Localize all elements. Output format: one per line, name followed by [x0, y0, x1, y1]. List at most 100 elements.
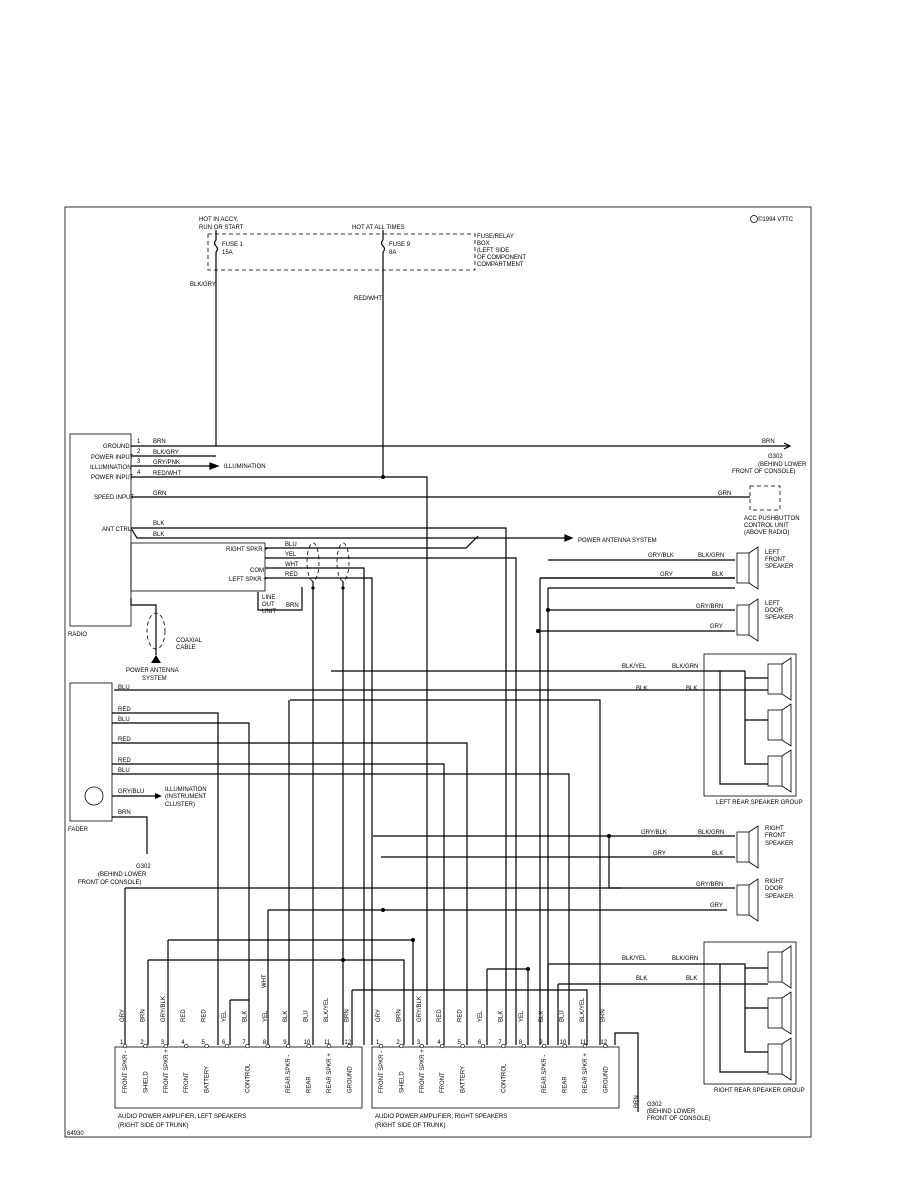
amp-pin-number: 11: [580, 1040, 587, 1046]
amp-terminal: [122, 1043, 128, 1049]
amp-terminal: [347, 1043, 352, 1049]
svg-text:GRY: GRY: [710, 903, 723, 909]
svg-text:BLK: BLK: [153, 532, 164, 538]
svg-text:HOT AT ALL TIMES: HOT AT ALL TIMES: [352, 225, 405, 231]
left-door-speaker: LEFT DOOR SPEAKER GRY/BRN GRY: [696, 598, 794, 642]
svg-text:COM: COM: [250, 568, 264, 574]
copyright: ©1994 VTTC: [758, 216, 794, 223]
amp-pin-number: 5: [202, 1040, 206, 1046]
svg-text:BLK: BLK: [636, 686, 647, 692]
svg-text:FRONT OF CONSOLE): FRONT OF CONSOLE): [78, 880, 142, 886]
svg-text:SPEAKER: SPEAKER: [765, 894, 794, 900]
amp-wire-color: BLK: [498, 1011, 504, 1022]
svg-text:BLK/GRN: BLK/GRN: [672, 956, 698, 962]
amp-wire-color: RED: [458, 1009, 464, 1022]
amp-wire-color: RED: [181, 1009, 187, 1022]
svg-text:(RIGHT SIDE OF TRUNK): (RIGHT SIDE OF TRUNK): [118, 1123, 188, 1129]
svg-text:3: 3: [137, 459, 141, 465]
amp-wire-color: BRN: [344, 1009, 350, 1022]
svg-text:POWER INPUT: POWER INPUT: [91, 455, 134, 461]
svg-text:BRN: BRN: [118, 810, 131, 816]
svg-text:RIGHT: RIGHT: [765, 879, 784, 885]
amp-terminal: [245, 1043, 250, 1049]
amp-terminal: [306, 1043, 311, 1049]
svg-text:RED: RED: [118, 707, 131, 713]
svg-text:RED: RED: [118, 758, 131, 764]
amp-pin-label: GROUND: [603, 1066, 609, 1093]
svg-text:(BEHIND LOWER: (BEHIND LOWER: [758, 462, 807, 468]
amp-pin-number: 10: [304, 1040, 311, 1046]
svg-text:ACC PUSHBUTTON: ACC PUSHBUTTON: [744, 516, 800, 522]
amp-pin-label: BATTERY: [205, 1066, 211, 1093]
svg-text:2: 2: [137, 449, 141, 455]
amp-wire-color: BRN: [396, 1009, 402, 1022]
amp-pin-label: FRONT: [440, 1072, 446, 1093]
svg-text:AUDIO POWER AMPLIFIER, RIGHT S: AUDIO POWER AMPLIFIER, RIGHT SPEAKERS: [375, 1114, 507, 1120]
amp-pin-number: 4: [181, 1040, 185, 1046]
amp-pin-number: 9: [283, 1040, 287, 1046]
svg-text:ANT CTRL: ANT CTRL: [102, 527, 132, 533]
svg-text:BLU: BLU: [285, 542, 297, 548]
amp-pin-number: 12: [344, 1040, 351, 1046]
amp-terminal: [419, 1043, 424, 1049]
amp-wire-color: YEL: [263, 1010, 269, 1022]
svg-text:SPEAKER: SPEAKER: [765, 841, 794, 847]
amp-terminal: [184, 1043, 189, 1049]
svg-text:(ABOVE RADIO): (ABOVE RADIO): [744, 530, 789, 536]
svg-text:RIGHT: RIGHT: [765, 826, 784, 832]
amp-wire-color: GRY/BLK: [417, 996, 423, 1022]
diagram-frame: [64, 206, 812, 1138]
right-rear-speaker-group: RIGHT REAR SPEAKER GROUP BLK/YEL BLK/GRN…: [622, 941, 805, 1094]
amp-wire-color: BLK: [539, 1011, 545, 1022]
amp-terminal: [143, 1043, 148, 1049]
svg-text:CABLE: CABLE: [176, 645, 196, 651]
amp-terminal: [440, 1043, 445, 1049]
amp-pin-number: 3: [161, 1040, 165, 1046]
amp-terminal: [326, 1043, 332, 1049]
fader-label: FADER: [68, 827, 89, 833]
amp-terminal: [460, 1043, 465, 1049]
amp-pin-number: 4: [437, 1040, 441, 1046]
svg-text:COAXIAL: COAXIAL: [176, 638, 203, 644]
svg-text:(RIGHT SIDE OF TRUNK): (RIGHT SIDE OF TRUNK): [375, 1123, 445, 1129]
amp-terminal: [501, 1043, 506, 1049]
amp-pin-label: REAR SPKR -: [286, 1055, 292, 1093]
svg-text:OUT: OUT: [262, 602, 275, 608]
amp-pin-label: SHIELD: [143, 1071, 149, 1093]
amp-left: AUDIO POWER AMPLIFIER, LEFT SPEAKERS (RI…: [114, 974, 363, 1129]
amp-terminal: [603, 1043, 608, 1049]
svg-text:BLK: BLK: [712, 572, 723, 578]
svg-text:BLU: BLU: [118, 717, 130, 723]
svg-text:RED: RED: [118, 737, 131, 743]
svg-text:GRY/BLU: GRY/BLU: [118, 789, 144, 795]
amp-pin-label: REAR SPKR +: [327, 1053, 333, 1093]
svg-text:15A: 15A: [222, 250, 233, 256]
svg-text:GRY: GRY: [660, 572, 673, 578]
amp-wire-color: GRY/BLK: [161, 996, 167, 1022]
amp-pin-number: 2: [140, 1040, 144, 1046]
svg-text:GRY: GRY: [653, 851, 666, 857]
svg-text:UNIT: UNIT: [262, 609, 276, 615]
svg-text:WHT: WHT: [262, 974, 268, 988]
svg-text:CLUSTER): CLUSTER): [165, 802, 195, 808]
right-front-speaker: RIGHT FRONT SPEAKER GRY/BLK BLK/GRN GRY …: [641, 825, 794, 869]
right-door-speaker: RIGHT DOOR SPEAKER GRY/BRN GRY: [696, 878, 794, 922]
svg-text:COMPARTMENT: COMPARTMENT: [477, 262, 524, 268]
amp-pin-number: 11: [324, 1040, 331, 1046]
svg-text:BLK/GRN: BLK/GRN: [698, 830, 724, 836]
amp-wire-color: BRN: [600, 1009, 606, 1022]
amp-pin-number: 12: [600, 1040, 607, 1046]
amp-pin-number: 1: [120, 1040, 124, 1046]
svg-text:GRN: GRN: [153, 491, 166, 497]
amp-wire-color: BLK/YEL: [324, 997, 330, 1022]
radio-label: RADIO: [68, 632, 87, 638]
radio: RADIO GROUND POWER INPUT ILLUMINATION PO…: [68, 433, 657, 638]
left-rear-speaker-group: LEFT REAR SPEAKER GROUP BLK/YEL BLK/GRN …: [622, 653, 803, 806]
amp-pin-label: REAR: [563, 1076, 569, 1093]
svg-text:BLU: BLU: [118, 768, 130, 774]
svg-text:ILLUMINATION: ILLUMINATION: [90, 465, 132, 471]
svg-text:SPEAKER: SPEAKER: [765, 615, 794, 621]
svg-text:BLK/YEL: BLK/YEL: [622, 664, 647, 670]
amp-wire-color: BLU: [304, 1010, 310, 1022]
